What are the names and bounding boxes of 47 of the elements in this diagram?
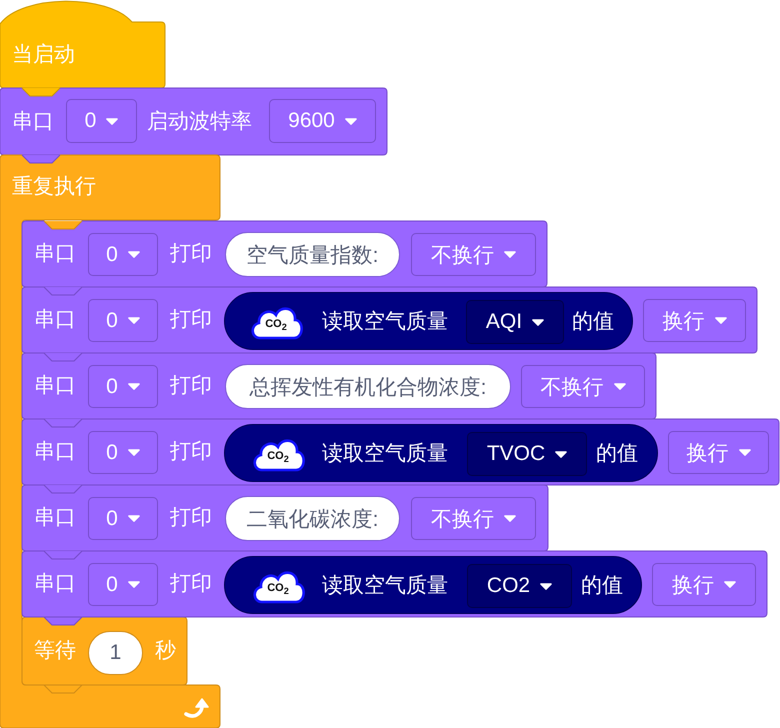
dropdown-menu: 换行 bbox=[652, 563, 756, 606]
block-label: 打印 bbox=[170, 571, 212, 597]
block-label: 读取空气质量 bbox=[322, 573, 448, 599]
text-field: 二氧化碳浓度: bbox=[225, 496, 400, 541]
dropdown-menu: 0 bbox=[88, 233, 158, 276]
block-label: 打印 bbox=[170, 373, 212, 399]
block-label: 打印 bbox=[170, 505, 212, 531]
block-label: 启动波特率 bbox=[147, 108, 252, 134]
dropdown-menu: 0 bbox=[88, 299, 158, 342]
block-label: 打印 bbox=[170, 439, 212, 465]
block-label: 读取空气质量 bbox=[322, 441, 448, 467]
block-label: 打印 bbox=[170, 241, 212, 267]
dropdown-menu: 0 bbox=[88, 431, 158, 474]
block-label: 的值 bbox=[572, 309, 614, 335]
block-label: 当启动 bbox=[12, 42, 75, 68]
dropdown-menu: 0 bbox=[88, 497, 158, 540]
block-label: 的值 bbox=[581, 573, 623, 599]
block-label: 等待 bbox=[34, 638, 76, 664]
block-label: 秒 bbox=[155, 638, 176, 664]
dropdown-menu: 0 bbox=[66, 99, 137, 143]
block-label: 打印 bbox=[170, 307, 212, 333]
block-label: 串口 bbox=[34, 241, 76, 267]
dropdown-menu: 换行 bbox=[668, 431, 769, 474]
dropdown-menu: 不换行 bbox=[411, 233, 536, 276]
dropdown-menu: 不换行 bbox=[521, 365, 645, 408]
dropdown-menu: AQI bbox=[466, 300, 564, 344]
block-label: 串口 bbox=[34, 439, 76, 465]
text-field: 空气质量指数: bbox=[225, 232, 400, 277]
dropdown-menu: 0 bbox=[88, 365, 158, 408]
loop-block bbox=[0, 155, 220, 728]
hat-block bbox=[0, 0, 165, 88]
dropdown-menu: 换行 bbox=[643, 299, 746, 342]
block-label: 串口 bbox=[34, 505, 76, 531]
block-label: 的值 bbox=[596, 441, 638, 467]
text-field: 总挥发性有机化合物浓度: bbox=[225, 364, 511, 409]
dropdown-menu: CO2 bbox=[467, 564, 572, 608]
code-block bbox=[22, 617, 187, 685]
block-label: 串口 bbox=[34, 571, 76, 597]
dropdown-menu: 不换行 bbox=[411, 497, 536, 540]
dropdown-menu: TVOC bbox=[467, 432, 587, 476]
block-label: 重复执行 bbox=[12, 174, 96, 200]
block-label: 串口 bbox=[12, 108, 54, 134]
dropdown-menu: 9600 bbox=[269, 99, 376, 143]
block-label: 读取空气质量 bbox=[322, 309, 448, 335]
dropdown-menu: 0 bbox=[88, 563, 158, 606]
block-label: 串口 bbox=[34, 307, 76, 333]
block-label: 串口 bbox=[34, 373, 76, 399]
